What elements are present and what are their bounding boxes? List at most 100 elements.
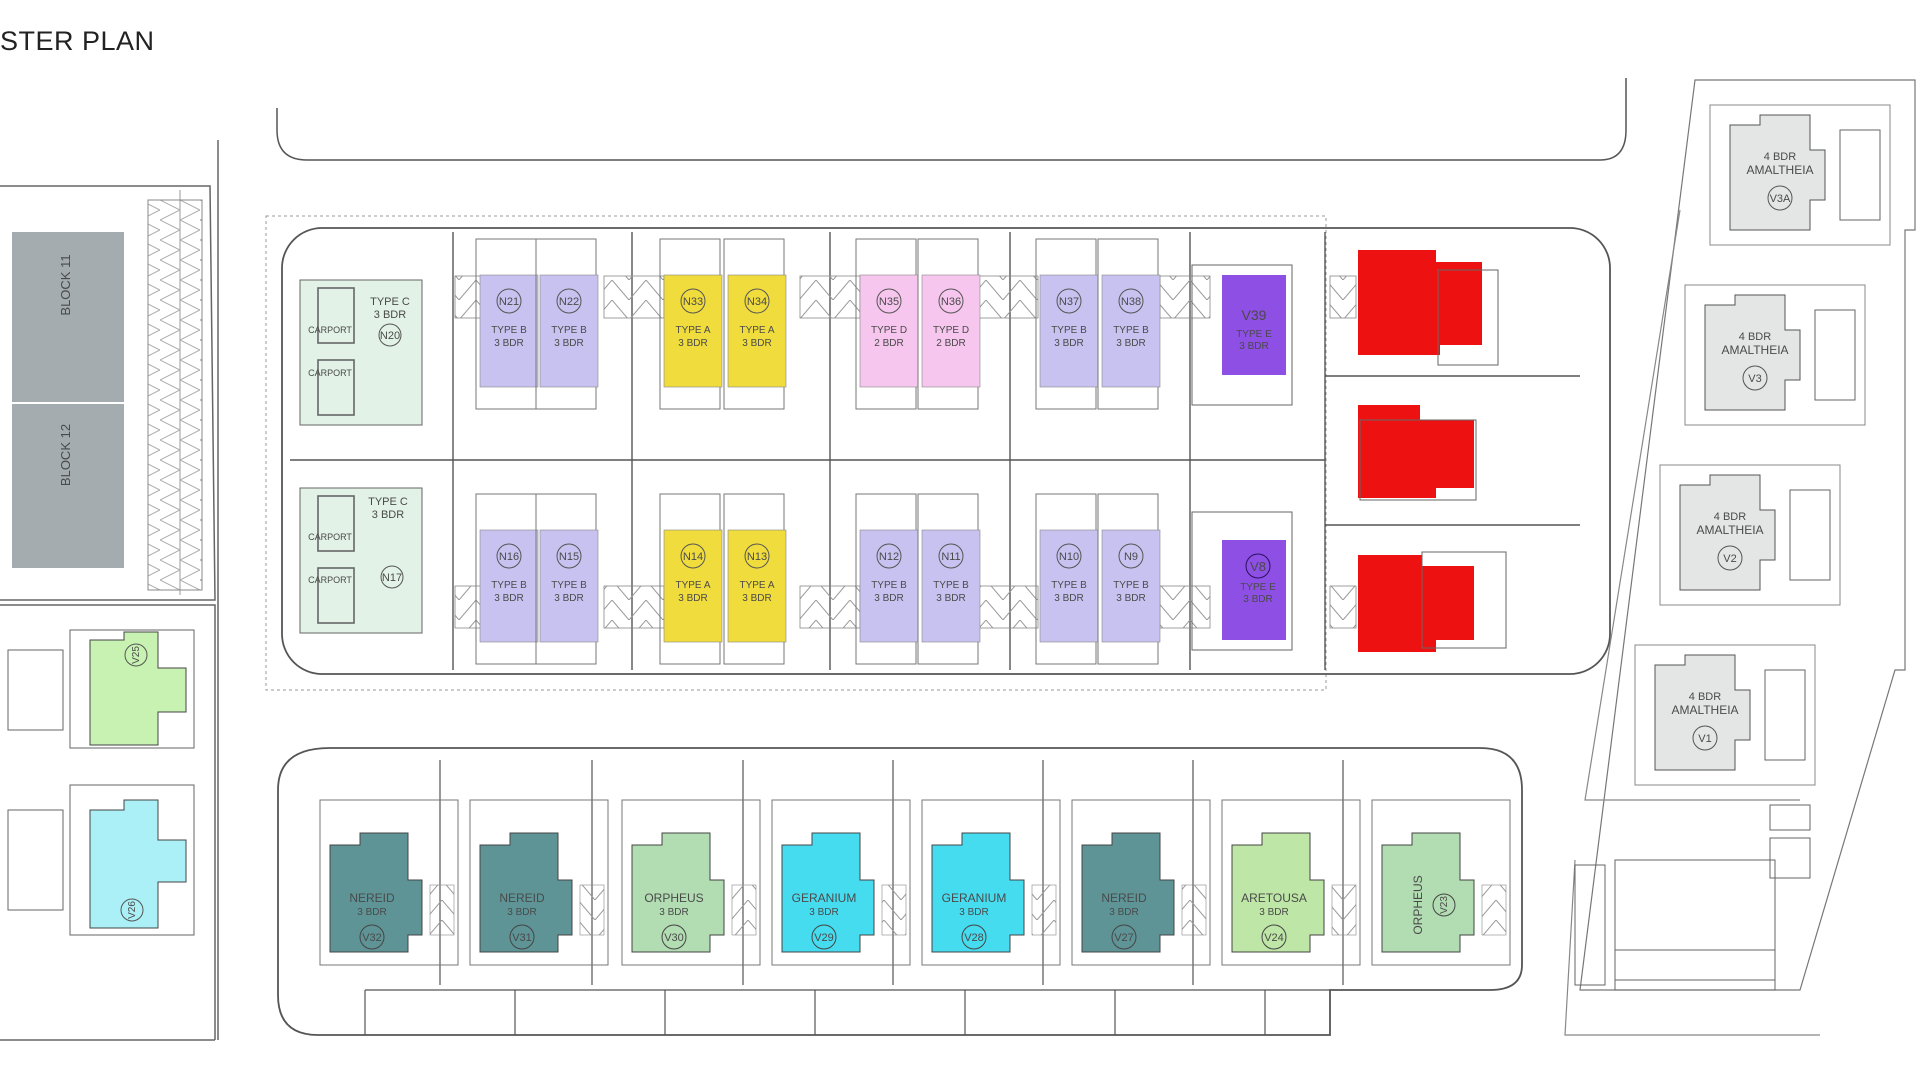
unit-id: V26 [127, 901, 138, 919]
unit-id: N20 [380, 330, 400, 342]
unit-bdr: 3 BDR [1243, 594, 1272, 605]
villa-bdr: 4 BDR [1764, 151, 1796, 163]
unit-type: TYPE B [551, 580, 587, 591]
villa-bdr: 3 BDR [659, 907, 688, 918]
unit-v39: V39 TYPE E 3 BDR [1191, 264, 1293, 406]
villa-bdr: 3 BDR [357, 907, 386, 918]
villa-id: V2 [1723, 553, 1736, 565]
villa-v32: NEREID 3 BDR V32 [319, 799, 459, 966]
carport-label: CARPORT [308, 532, 352, 542]
unit-id: N16 [499, 551, 519, 563]
villa-name: ORPHEUS [644, 891, 703, 905]
unit-id: N34 [747, 296, 767, 308]
unit-type: TYPE B [1051, 580, 1087, 591]
unit-type: TYPE B [491, 325, 527, 336]
villa-id: V29 [814, 932, 834, 944]
block-11-label: BLOCK 11 [58, 254, 73, 315]
unit-id: V39 [1242, 307, 1267, 323]
left-column [0, 185, 216, 601]
villa-name: NEREID [349, 891, 395, 905]
villa-id: V28 [964, 932, 984, 944]
unit-type: TYPE C [370, 296, 410, 308]
unit-bdr: 3 BDR [1116, 593, 1145, 604]
unit-bdr: 3 BDR [1054, 338, 1083, 349]
villa-name: AMALTHEIA [1696, 523, 1763, 537]
unit-id: N14 [683, 551, 703, 563]
unit-type: TYPE D [871, 325, 907, 336]
left-units-group: CARPORT CARPORT CARPORT CARPORT TYPE C 3… [299, 279, 423, 634]
unit-bdr: 3 BDR [494, 338, 523, 349]
red-villa-1 [1358, 250, 1499, 366]
villa-name: ARETOUSA [1241, 891, 1307, 905]
unit-type: TYPE B [933, 580, 969, 591]
villa-bdr: 3 BDR [507, 907, 536, 918]
villa-id: V24 [1264, 932, 1284, 944]
unit-id: N10 [1059, 551, 1079, 563]
unit-bdr: 3 BDR [554, 338, 583, 349]
red-villa-2 [1358, 405, 1477, 501]
unit-id: N37 [1059, 296, 1079, 308]
villa-id: V32 [362, 932, 382, 944]
unit-bdr: 3 BDR [494, 593, 523, 604]
villa-name: GERANIUM [942, 891, 1007, 905]
villa-v26: V26 [7, 784, 195, 936]
central-site-outline [265, 215, 1327, 691]
unit-type: TYPE B [1113, 325, 1149, 336]
carport-label: CARPORT [308, 575, 352, 585]
unit-type: TYPE E [1236, 329, 1272, 340]
red-villa-3 [1358, 551, 1507, 652]
villa-name: AMALTHEIA [1721, 343, 1788, 357]
unit-id: V25 [131, 646, 142, 664]
unit-type: TYPE B [491, 580, 527, 591]
villa-name: ORPHEUS [1411, 875, 1425, 934]
unit-id: N33 [683, 296, 703, 308]
unit-type: TYPE A [739, 580, 774, 591]
central-block [281, 227, 1611, 675]
unit-bdr: 3 BDR [372, 509, 404, 521]
right-bottom-building [1574, 804, 1811, 991]
unit-bdr: 3 BDR [742, 593, 771, 604]
villa-v25: V25 [7, 629, 195, 749]
bottom-block [277, 747, 1523, 1036]
villa-bdr: 4 BDR [1689, 691, 1721, 703]
villa-bdr: 3 BDR [1259, 907, 1288, 918]
unit-bdr: 2 BDR [936, 338, 965, 349]
unit-id: N13 [747, 551, 767, 563]
block-11-group: BLOCK 11 [12, 232, 124, 402]
page-title: STER PLAN [0, 26, 155, 56]
carport-label: CARPORT [308, 368, 352, 378]
villa-id: V3A [1770, 193, 1791, 205]
unit-id: N36 [941, 296, 961, 308]
villa-bdr: 3 BDR [1109, 907, 1138, 918]
villa-name: AMALTHEIA [1746, 163, 1813, 177]
unit-type: TYPE D [933, 325, 969, 336]
unit-bdr: 3 BDR [678, 593, 707, 604]
block-12-group: BLOCK 12 [12, 404, 124, 568]
carport-label: CARPORT [308, 325, 352, 335]
unit-id: N35 [879, 296, 899, 308]
unit-id: N22 [559, 296, 579, 308]
villa-id: V1 [1698, 733, 1711, 745]
unit-type: TYPE C [368, 496, 408, 508]
